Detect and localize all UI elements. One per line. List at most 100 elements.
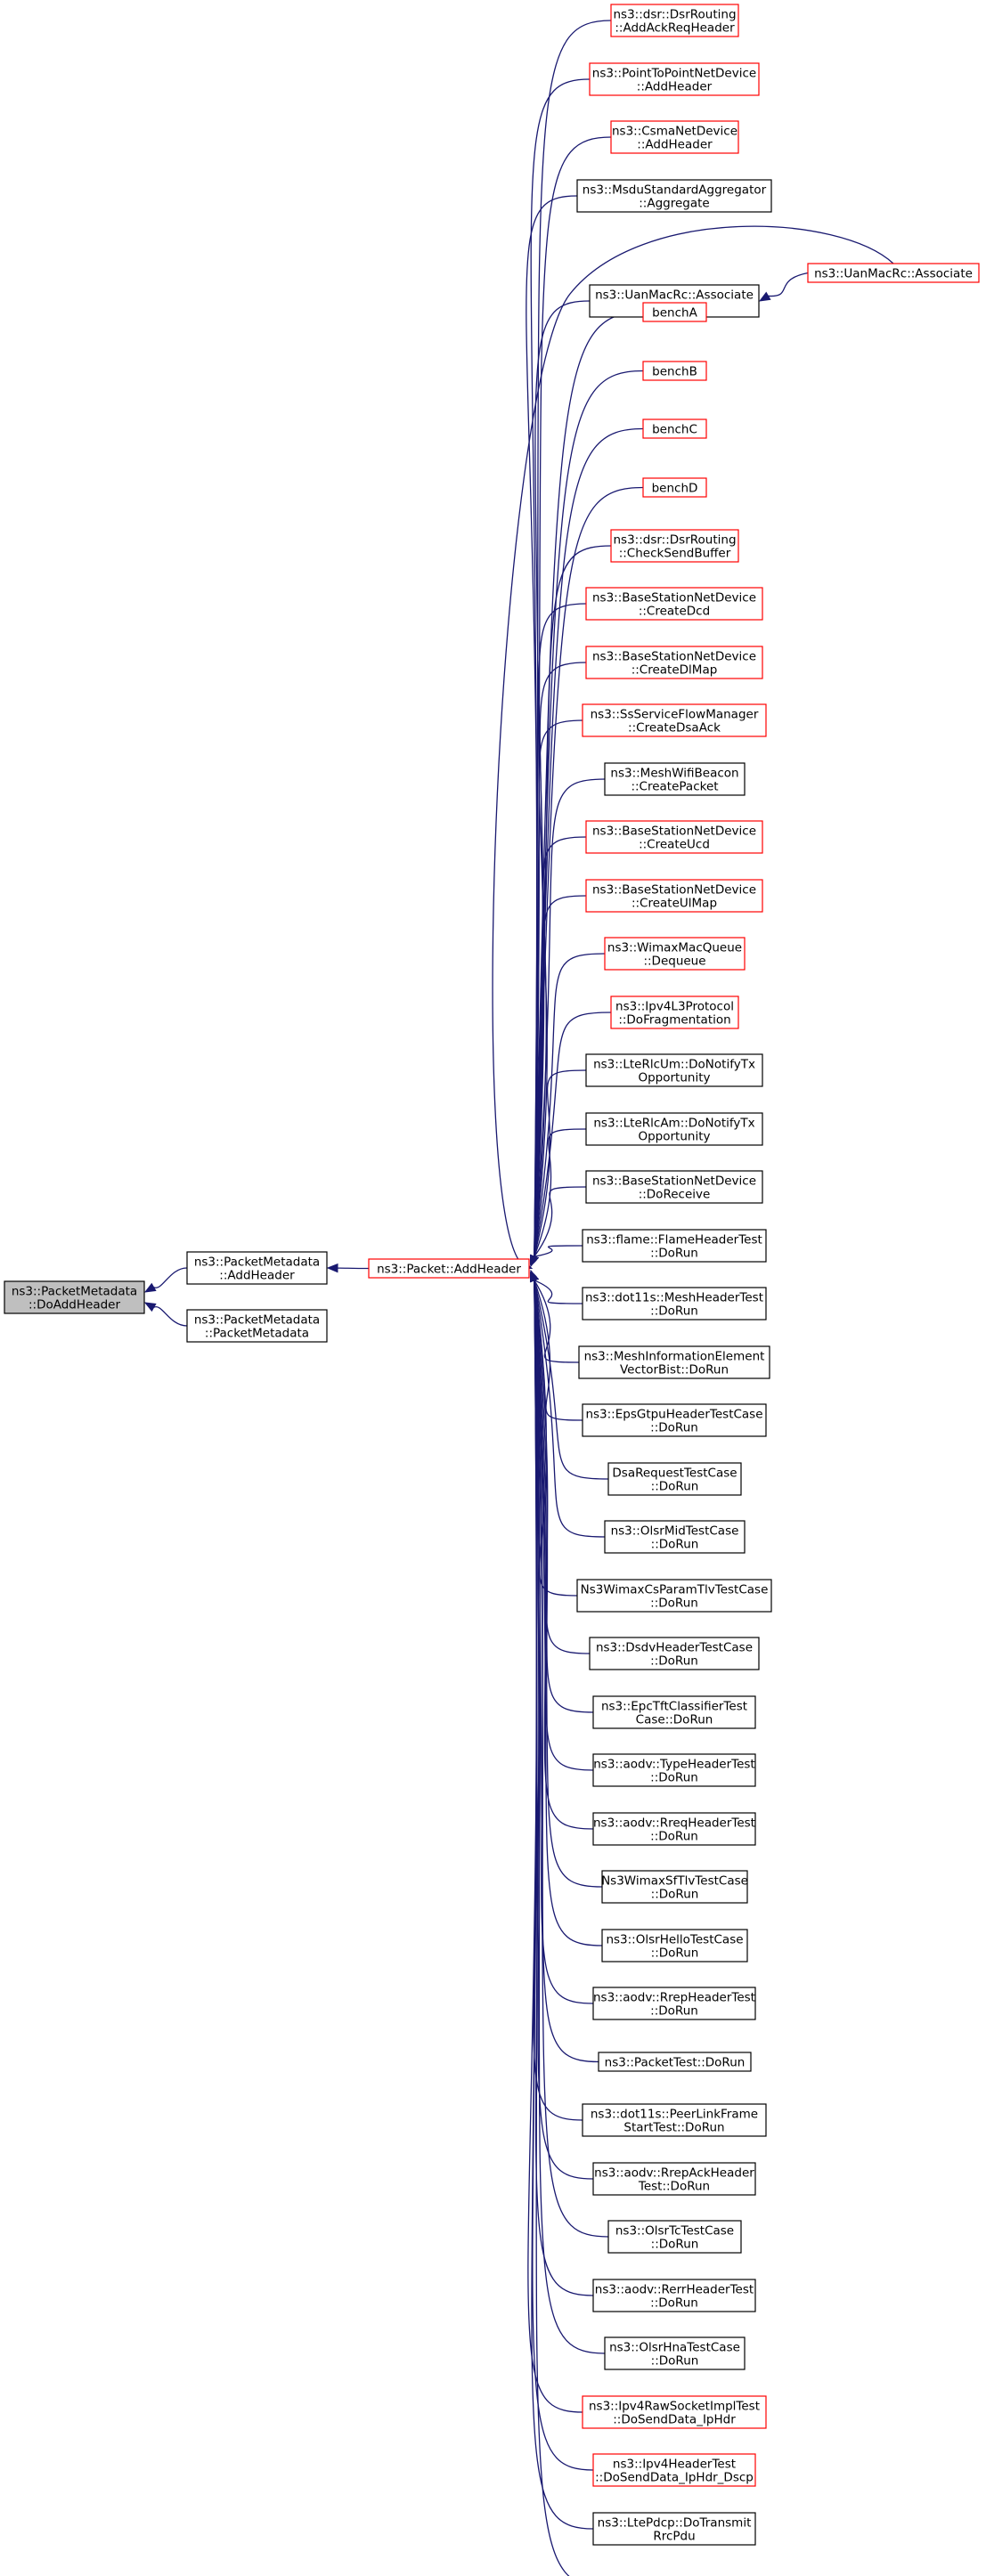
node-c41[interactable]: ns3::OlsrHnaTestCase::DoRun [604,2336,746,2370]
node-c42[interactable]: ns3::Ipv4RawSocketImplTest::DoSendData_I… [582,2395,767,2429]
node-c08[interactable]: benchC [642,418,707,439]
node-label-c29-line-1: ::DoRun [650,1654,698,1669]
node-c28[interactable]: Ns3WimaxCsParamTlvTestCase::DoRun [576,1579,772,1613]
edge-c07-to-packet_addheader [534,370,644,1257]
node-c10[interactable]: ns3::dsr::DsrRouting::CheckSendBuffer [610,529,739,563]
node-label-c12-line-0: ns3::BaseStationNetDevice [592,650,756,664]
node-c36[interactable]: ns3::PacketTest::DoRun [598,2052,752,2072]
node-label-c17-line-1: ::Dequeue [643,955,705,969]
node-label-c33-line-0: Ns3WimaxSfTlvTestCase [601,1874,748,1889]
node-c09[interactable]: benchD [642,477,707,498]
node-label-c39-line-1: ::DoRun [651,2238,699,2252]
node-label-c02-line-0: ns3::PointToPointNetDevice [592,67,756,81]
node-c29[interactable]: ns3::DsdvHeaderTestCase::DoRun [589,1637,760,1670]
node-c33[interactable]: Ns3WimaxSfTlvTestCase::DoRun [601,1870,748,1904]
node-c13[interactable]: ns3::SsServiceFlowManager::CreateDsaAck [582,703,767,737]
node-packet_addheader[interactable]: ns3::Packet::AddHeader [368,1258,530,1279]
node-box-c38 [592,2162,756,2196]
node-box-c33 [601,1870,748,1904]
edge-c22-to-packet_addheader [534,1245,583,1257]
node-c01[interactable]: ns3::dsr::DsrRouting::AddAckReqHeader [610,4,739,37]
node-box-c04 [576,179,772,213]
edge-c05-to-packet_addheader [534,300,591,1257]
node-assoc[interactable]: ns3::UanMacRc::Associate [807,263,980,283]
node-c37[interactable]: ns3::dot11s::PeerLinkFrameStartTest::DoR… [582,2103,767,2137]
node-c24[interactable]: ns3::MeshInformationElementVectorBist::D… [578,1345,770,1379]
node-label-c36-line-0: ns3::PacketTest::DoRun [605,2056,746,2070]
node-box-c27 [604,1520,746,1554]
node-box-c15 [585,820,763,854]
node-c22[interactable]: ns3::flame::FlameHeaderTest::DoRun [582,1229,767,1263]
node-label-c42-line-1: ::DoSendData_IpHdr [613,2413,736,2427]
node-c40[interactable]: ns3::aodv::RerrHeaderTest::DoRun [592,2279,756,2312]
node-box-c13 [582,703,767,737]
node-c21[interactable]: ns3::BaseStationNetDevice::DoReceive [585,1170,763,1204]
edge-c25-to-packet_addheader [534,1280,583,1421]
node-c31[interactable]: ns3::aodv::TypeHeaderTest::DoRun [592,1753,756,1787]
edge-pm_packetmetadata-to-root [153,1306,188,1327]
node-box-c34 [601,1929,748,1962]
node-c03[interactable]: ns3::CsmaNetDevice::AddHeader [610,120,739,154]
node-label-c38-line-0: ns3::aodv::RrepAckHeader [594,2166,754,2181]
node-c27[interactable]: ns3::OlsrMidTestCase::DoRun [604,1520,746,1554]
node-box-c36 [598,2052,752,2072]
node-c43[interactable]: ns3::Ipv4HeaderTest::DoSendData_IpHdr_Ds… [592,2453,756,2487]
node-c11[interactable]: ns3::BaseStationNetDevice::CreateDcd [585,587,763,621]
node-label-c26-line-1: ::DoRun [651,1480,699,1494]
node-c18[interactable]: ns3::Ipv4L3Protocol::DoFragmentation [610,995,739,1029]
node-box-c18 [610,995,739,1029]
node-c39[interactable]: ns3::OlsrTcTestCase::DoRun [607,2220,742,2254]
node-label-c18-line-0: ns3::Ipv4L3Protocol [615,1000,734,1014]
edge-pm_addheader-to-root-arrowhead [143,1282,157,1293]
node-label-c34-line-0: ns3::OlsrHelloTestCase [606,1933,743,1947]
node-box-c19 [585,1053,763,1087]
node-label-c31-line-0: ns3::aodv::TypeHeaderTest [593,1758,754,1772]
node-label-c21-line-1: ::DoReceive [639,1188,711,1202]
node-c07[interactable]: benchB [642,361,707,381]
node-box-c21 [585,1170,763,1204]
node-pm_addheader[interactable]: ns3::PacketMetadata::AddHeader [186,1251,328,1285]
node-c15[interactable]: ns3::BaseStationNetDevice::CreateUcd [585,820,763,854]
node-label-c37-line-0: ns3::dot11s::PeerLinkFrame [591,2108,758,2122]
node-label-c35-line-1: ::DoRun [650,2004,698,2019]
edge-c19-to-packet_addheader [534,1069,587,1257]
node-label-c28-line-1: ::DoRun [650,1597,698,1611]
node-c35[interactable]: ns3::aodv::RrepHeaderTest::DoRun [592,1987,756,2020]
edge-c01-to-packet_addheader [534,20,612,1257]
node-c12[interactable]: ns3::BaseStationNetDevice::CreateDlMap [585,646,763,679]
node-box-c01 [610,4,739,37]
node-label-c32-line-0: ns3::aodv::RreqHeaderTest [593,1816,755,1831]
node-label-c03-line-0: ns3::CsmaNetDevice [612,125,737,139]
node-box-c40 [592,2279,756,2312]
node-c26[interactable]: DsaRequestTestCase::DoRun [607,1462,742,1496]
node-label-c13-line-1: ::CreateDsaAck [628,721,721,735]
edge-c29-to-packet_addheader [534,1280,591,1654]
node-c14[interactable]: ns3::MeshWifiBeacon::CreatePacket [604,762,746,796]
node-label-root-line-1: ::DoAddHeader [29,1298,120,1312]
node-c16[interactable]: ns3::BaseStationNetDevice::CreateUlMap [585,879,763,913]
node-label-c25-line-0: ns3::EpsGtpuHeaderTestCase [585,1408,762,1422]
node-label-c24-line-0: ns3::MeshInformationElement [584,1350,765,1364]
node-label-pm_addheader-line-1: ::AddHeader [219,1269,295,1283]
node-label-c42-line-0: ns3::Ipv4RawSocketImplTest [589,2400,760,2414]
node-box-c02 [589,62,760,96]
node-c02[interactable]: ns3::PointToPointNetDevice::AddHeader [589,62,760,96]
node-c06[interactable]: benchA [642,302,707,322]
node-c32[interactable]: ns3::aodv::RreqHeaderTest::DoRun [592,1812,756,1846]
node-box-packet_addheader [368,1258,530,1279]
node-c17[interactable]: ns3::WimaxMacQueue::Dequeue [604,937,746,971]
node-c04[interactable]: ns3::MsduStandardAggregator::Aggregate [576,179,772,213]
node-box-c14 [604,762,746,796]
node-box-c43 [592,2453,756,2487]
node-pm_packetmetadata[interactable]: ns3::PacketMetadata::PacketMetadata [186,1309,328,1343]
node-c25[interactable]: ns3::EpsGtpuHeaderTestCase::DoRun [582,1403,767,1437]
node-c34[interactable]: ns3::OlsrHelloTestCase::DoRun [601,1929,748,1962]
node-label-c13-line-0: ns3::SsServiceFlowManager [591,708,759,722]
node-label-assoc-line-0: ns3::UanMacRc::Associate [814,267,973,281]
node-c23[interactable]: ns3::dot11s::MeshHeaderTest::DoRun [582,1287,767,1321]
